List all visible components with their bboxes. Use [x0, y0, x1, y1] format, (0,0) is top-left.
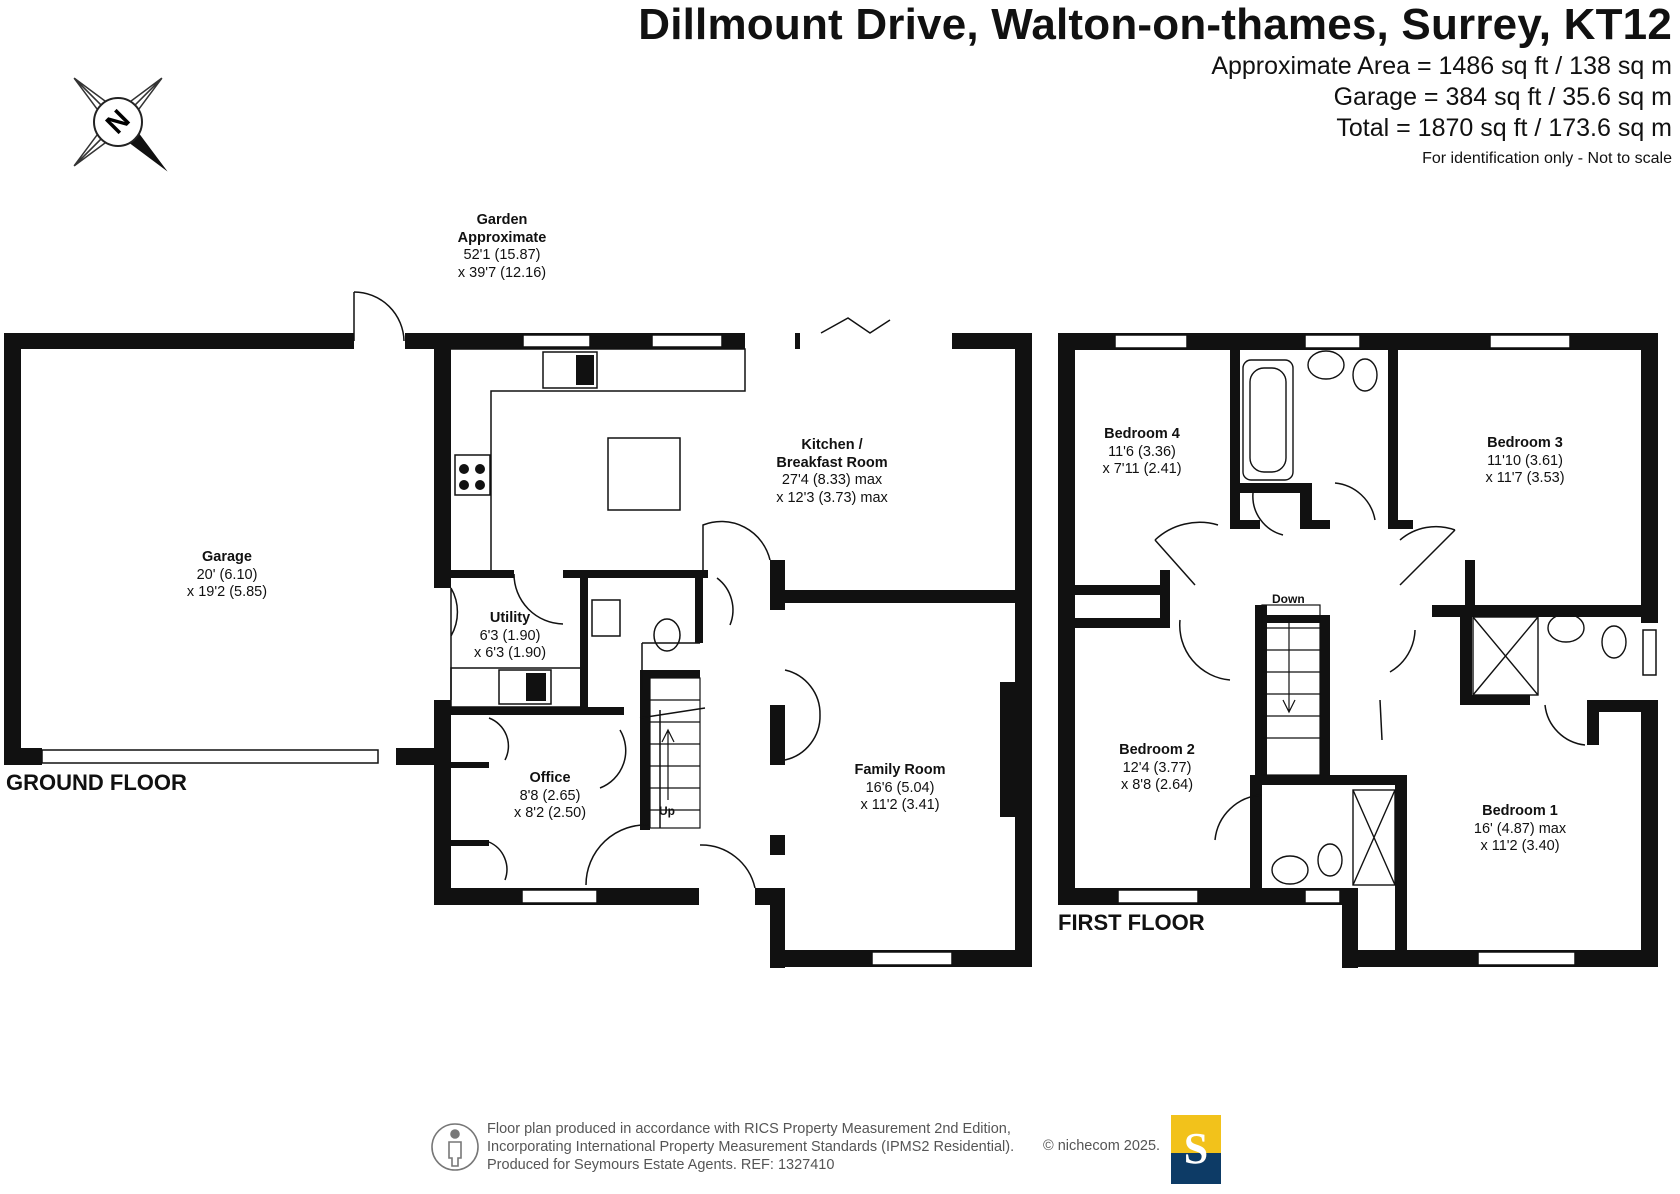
room-dim: x 12'3 (3.73) max	[776, 490, 888, 507]
room-name-2: Breakfast Room	[776, 454, 888, 471]
compass-north-icon	[73, 77, 168, 172]
room-dim: x 39'7 (12.16)	[457, 265, 547, 282]
ground-windows	[41, 334, 953, 966]
footer-line-1: Floor plan produced in accordance with R…	[487, 1121, 1011, 1137]
footer-note: Floor plan produced in accordance with R…	[487, 1120, 1014, 1174]
first-doors	[1154, 482, 1586, 841]
seymours-logo	[1171, 1115, 1221, 1184]
ground-stairs	[649, 677, 701, 829]
room-name: Bedroom 3	[1487, 435, 1563, 451]
room-bedroom-1: Bedroom 1 16' (4.87) max x 11'2 (3.40)	[1460, 803, 1580, 856]
room-office: Office 8'8 (2.65) x 8'2 (2.50)	[500, 770, 600, 823]
approximate-area: Approximate Area = 1486 sq ft / 138 sq m	[1211, 52, 1672, 80]
room-name: Garage	[202, 549, 252, 565]
footer-line-3: Produced for Seymours Estate Agents. REF…	[487, 1157, 835, 1174]
bathroom-fittings	[1242, 350, 1627, 886]
room-utility: Utility 6'3 (1.90) x 6'3 (1.90)	[460, 610, 560, 663]
room-dim: x 11'7 (3.53)	[1485, 470, 1565, 487]
room-garden: Garden Approximate 52'1 (15.87) x 39'7 (…	[422, 212, 582, 283]
room-name: Bedroom 1	[1482, 803, 1558, 819]
room-name-2: Approximate	[457, 229, 547, 246]
logo-letter: S	[1183, 1124, 1209, 1173]
room-dim: 16'6 (5.04)	[865, 779, 935, 796]
room-name: Garden	[476, 212, 528, 228]
identification-note: For identification only - Not to scale	[1422, 150, 1672, 167]
garage-area: Garage = 384 sq ft / 35.6 sq m	[1333, 83, 1672, 111]
stairs-down-label: Down	[1272, 592, 1305, 606]
room-name: Utility	[489, 610, 531, 626]
first-stairs	[1261, 604, 1321, 776]
copyright: © nichecom 2025.	[1043, 1138, 1161, 1154]
room-dim: 16' (4.87) max	[1473, 820, 1567, 837]
room-name: Bedroom 2	[1119, 742, 1195, 758]
room-bedroom-3: Bedroom 3 11'10 (3.61) x 11'7 (3.53)	[1465, 435, 1585, 488]
room-dim: 52'1 (15.87)	[463, 247, 541, 264]
ground-floor-label: GROUND FLOOR	[6, 770, 187, 795]
room-dim: 12'4 (3.77)	[1122, 759, 1192, 776]
room-family: Family Room 16'6 (5.04) x 11'2 (3.41)	[830, 762, 970, 815]
room-dim: 27'4 (8.33) max	[781, 472, 883, 489]
room-dim: x 8'2 (2.50)	[513, 805, 587, 822]
room-name: Kitchen /	[801, 437, 863, 453]
ground-doors	[353, 291, 891, 889]
room-bedroom-4: Bedroom 4 11'6 (3.36) x 7'11 (2.41)	[1092, 426, 1192, 479]
room-garage: Garage 20' (6.10) x 19'2 (5.85)	[147, 549, 307, 602]
person-icon	[431, 1123, 479, 1171]
footer-line-2: Incorporating International Property Mea…	[487, 1139, 1015, 1156]
room-dim: 20' (6.10)	[196, 566, 258, 583]
room-dim: 8'8 (2.65)	[519, 787, 581, 804]
room-dim: x 19'2 (5.85)	[186, 584, 268, 601]
first-floor-label: FIRST FLOOR	[1058, 910, 1205, 935]
room-dim: x 8'8 (2.64)	[1120, 777, 1194, 794]
room-name: Bedroom 4	[1104, 426, 1180, 442]
kitchen-appliances	[459, 355, 594, 701]
room-dim: x 11'2 (3.40)	[1480, 838, 1560, 855]
room-dim: 6'3 (1.90)	[479, 627, 541, 644]
room-dim: x 6'3 (1.90)	[473, 645, 547, 662]
room-kitchen: Kitchen / Breakfast Room 27'4 (8.33) max…	[752, 437, 912, 508]
stairs-up-label: Up	[659, 804, 675, 818]
total-area: Total = 1870 sq ft / 173.6 sq m	[1336, 114, 1672, 142]
room-name: Family Room	[854, 762, 946, 778]
room-dim: 11'10 (3.61)	[1487, 452, 1563, 469]
room-dim: 11'6 (3.36)	[1108, 443, 1176, 460]
room-bedroom-2: Bedroom 2 12'4 (3.77) x 8'8 (2.64)	[1107, 742, 1207, 795]
room-dim: x 11'2 (3.41)	[860, 797, 940, 814]
kitchen-counters	[450, 348, 746, 828]
first-floor-walls	[1058, 333, 1658, 968]
room-name: Office	[529, 770, 571, 786]
room-dim: x 7'11 (2.41)	[1102, 461, 1182, 478]
page-title: Dillmount Drive, Walton-on-thames, Surre…	[638, 0, 1672, 49]
first-windows	[1114, 334, 1657, 966]
